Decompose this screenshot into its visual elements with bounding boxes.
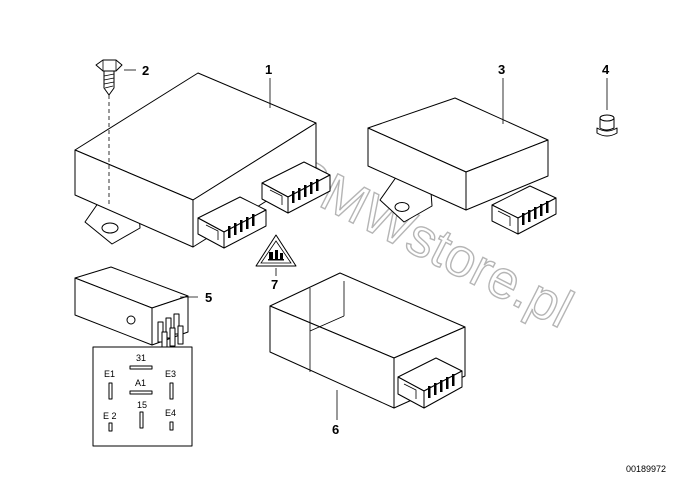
pin-label-e2: E 2 — [103, 411, 117, 421]
control-unit-part-1[interactable] — [74, 72, 331, 249]
cap-flange — [596, 127, 618, 137]
relay-pinout-diagram: 31 E1 E3 A1 15 E 2 E4 — [92, 346, 193, 447]
pin-label-a1: A1 — [135, 378, 146, 388]
screw-head — [95, 59, 123, 72]
pin-label-e4: E4 — [165, 408, 176, 418]
cap-part-4[interactable] — [596, 114, 618, 137]
pin-e4 — [169, 421, 174, 431]
pin-a1 — [129, 390, 153, 395]
right-face — [465, 139, 549, 211]
relay-screw-hole — [126, 315, 136, 325]
relay-part-5[interactable] — [74, 266, 189, 351]
pin-label-e3: E3 — [165, 369, 176, 379]
mounting-hole — [101, 222, 119, 234]
connector-pins — [428, 374, 455, 398]
pin-e1 — [108, 382, 113, 400]
label-part-2: 2 — [142, 63, 149, 78]
connector-pins — [522, 201, 549, 225]
relay-pins — [157, 313, 184, 351]
connector-a-pins — [228, 214, 255, 238]
label-part-1: 1 — [265, 62, 272, 77]
pin-label-e1: E1 — [104, 369, 115, 379]
warning-label-part-7[interactable] — [255, 234, 297, 267]
label-part-4: 4 — [602, 62, 610, 77]
connector-b-pins — [292, 179, 319, 203]
pin-31 — [129, 365, 153, 370]
triangle-inner — [260, 240, 292, 264]
label-part-5: 5 — [205, 290, 212, 305]
pin-15 — [139, 411, 144, 429]
label-part-6: 6 — [332, 422, 339, 437]
mounting-hole — [394, 202, 410, 212]
diagram-reference-number: 00189972 — [626, 464, 666, 474]
label-part-3: 3 — [498, 62, 505, 77]
control-unit-part-6[interactable] — [269, 272, 466, 409]
pin-e3 — [169, 382, 174, 400]
pin-e2 — [108, 422, 113, 432]
label-part-7: 7 — [271, 277, 278, 292]
pin-label-31: 31 — [136, 353, 146, 363]
pin-label-15: 15 — [137, 400, 147, 410]
screw-part-2[interactable] — [95, 59, 123, 96]
warning-symbol-icon — [268, 250, 284, 261]
control-unit-part-3[interactable] — [367, 97, 557, 235]
